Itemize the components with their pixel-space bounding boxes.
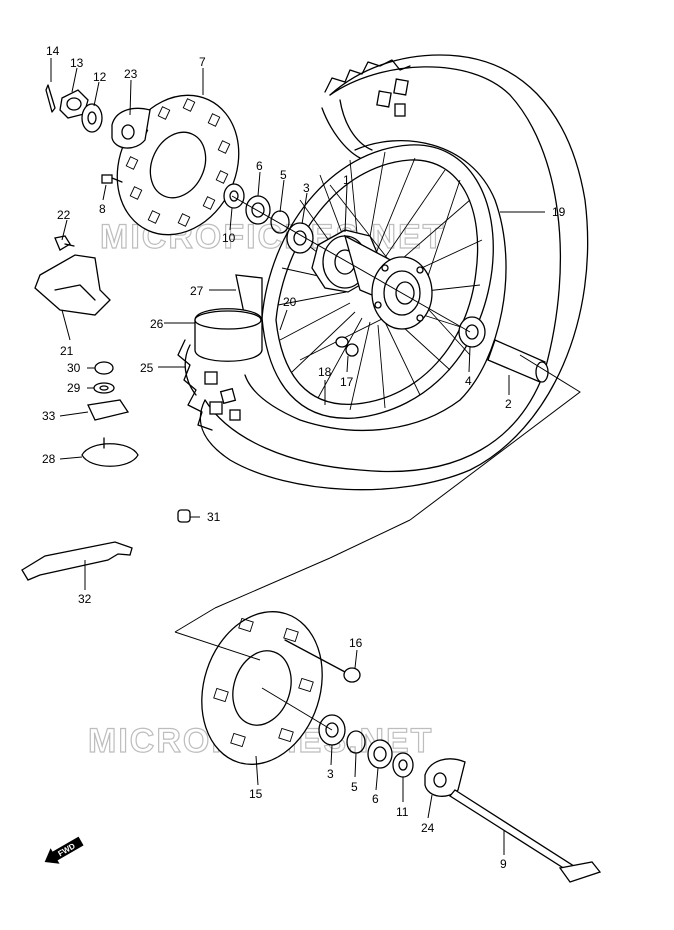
label-21: 21 xyxy=(60,344,74,358)
spoke-wrench xyxy=(21,541,133,581)
rim xyxy=(261,144,494,419)
label-25: 25 xyxy=(140,361,154,375)
label-14: 14 xyxy=(46,44,60,58)
label-16: 16 xyxy=(349,636,363,650)
washer xyxy=(81,103,103,133)
chain-adjuster-lower xyxy=(424,758,466,797)
label-3-lower: 3 xyxy=(327,767,334,781)
label-9: 9 xyxy=(500,857,507,871)
label-11: 11 xyxy=(396,805,409,819)
label-23: 23 xyxy=(124,67,138,81)
leader-lines xyxy=(50,58,545,855)
label-7: 7 xyxy=(199,55,206,69)
tire xyxy=(177,54,589,491)
label-26: 26 xyxy=(150,317,164,331)
label-13: 13 xyxy=(70,56,84,70)
rear-axle xyxy=(449,789,602,883)
valve-cap xyxy=(177,509,191,523)
label-3: 3 xyxy=(303,181,310,195)
axle-spacer xyxy=(487,339,549,383)
washer-small xyxy=(93,382,115,394)
rim-tape xyxy=(184,274,263,396)
label-1: 1 xyxy=(343,173,350,187)
label-5: 5 xyxy=(280,168,287,182)
nut xyxy=(94,361,114,375)
label-27: 27 xyxy=(190,284,204,298)
label-32: 32 xyxy=(78,592,92,606)
label-28: 28 xyxy=(42,452,56,466)
label-10: 10 xyxy=(222,231,236,245)
label-17: 17 xyxy=(340,375,354,389)
spacer-lower xyxy=(392,752,414,778)
sprocket-bolt xyxy=(284,639,361,683)
disc-bolt xyxy=(101,174,123,184)
rim-lock-block xyxy=(87,399,130,421)
label-24: 24 xyxy=(421,821,435,835)
spokes xyxy=(277,151,483,411)
oil-seal xyxy=(245,195,271,225)
label-19: 19 xyxy=(552,205,566,219)
chain-adjuster xyxy=(111,107,151,149)
label-6-lower: 6 xyxy=(372,792,379,806)
label-20: 20 xyxy=(283,295,297,309)
disc-guard xyxy=(34,254,111,316)
cotter-pin xyxy=(45,84,56,113)
label-30: 30 xyxy=(67,361,81,375)
label-12: 12 xyxy=(93,70,107,84)
label-6: 6 xyxy=(256,159,263,173)
oil-seal-lower xyxy=(367,739,393,769)
label-18: 18 xyxy=(318,365,332,379)
rim-lock xyxy=(81,437,139,467)
label-2: 2 xyxy=(505,397,512,411)
label-5-lower: 5 xyxy=(351,780,358,794)
bearing-right xyxy=(458,316,486,348)
assembly-lines xyxy=(174,195,581,731)
label-22: 22 xyxy=(57,208,71,222)
mounting-bolt xyxy=(54,235,75,251)
label-29: 29 xyxy=(67,381,81,395)
label-31: 31 xyxy=(207,510,221,524)
label-4: 4 xyxy=(465,374,472,388)
bearing xyxy=(286,222,314,254)
label-15: 15 xyxy=(249,787,263,801)
spacer xyxy=(223,183,245,209)
label-8: 8 xyxy=(99,202,106,216)
label-33: 33 xyxy=(42,409,56,423)
brake-disc xyxy=(116,94,240,236)
valve-nut xyxy=(335,336,359,357)
fwd-arrow: FWD xyxy=(44,836,84,864)
